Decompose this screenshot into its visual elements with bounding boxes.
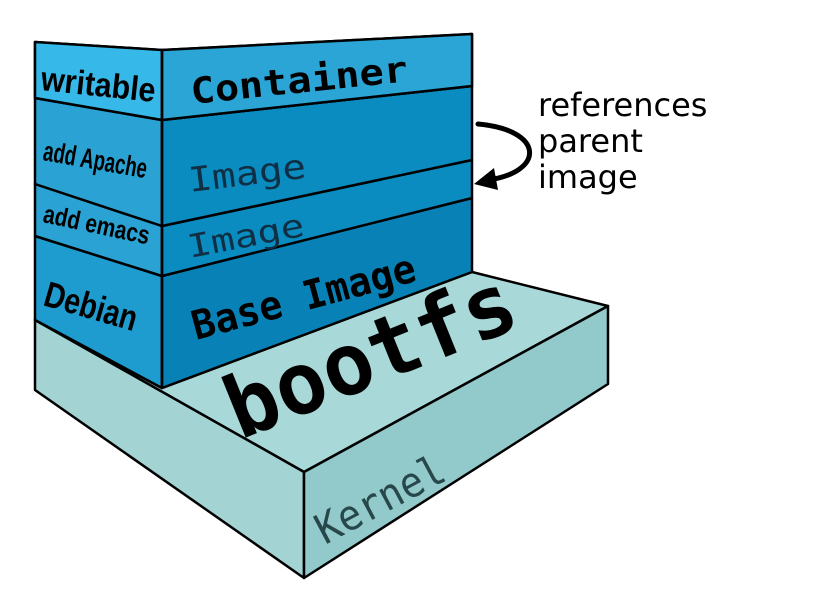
annotation-line-2: parent xyxy=(538,122,643,160)
kernel-front-face xyxy=(302,304,610,580)
annotation-line-3: image xyxy=(538,158,638,196)
references-annotation: references parent image xyxy=(474,86,707,196)
kernel-slab xyxy=(33,270,610,580)
annotation-line-1: references xyxy=(538,86,707,124)
curved-arrow-icon xyxy=(475,121,533,183)
container-layer xyxy=(33,32,474,388)
arrow-head-icon xyxy=(474,168,498,190)
